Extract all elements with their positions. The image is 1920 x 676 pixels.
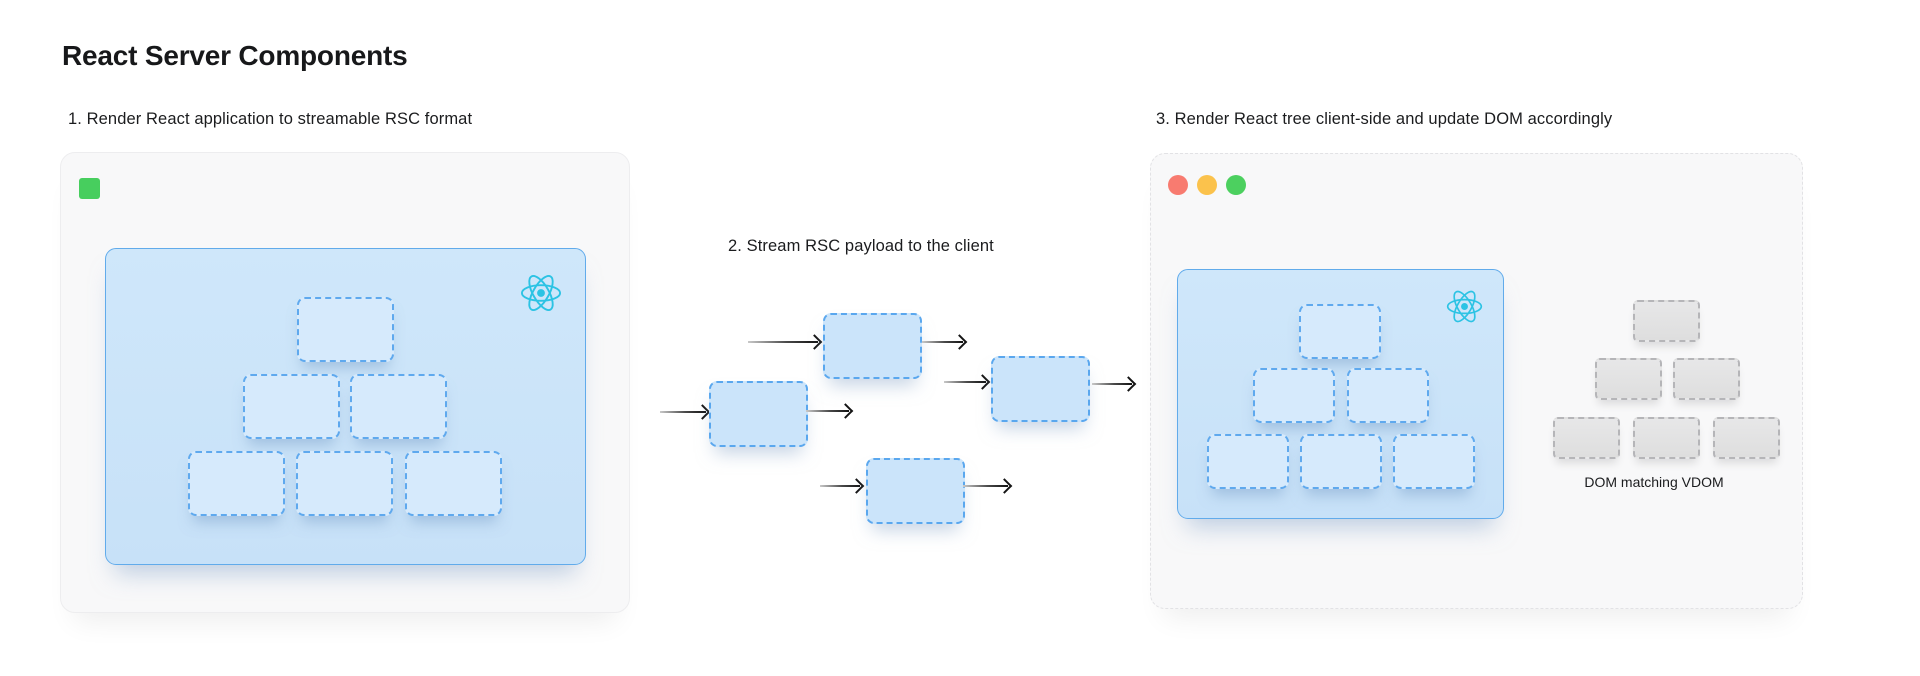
component-box: [1207, 434, 1289, 489]
payload-chunk: [866, 458, 965, 524]
stream-arrow: [944, 381, 986, 384]
dom-box: [1713, 417, 1780, 459]
component-box: [1347, 368, 1429, 423]
dom-box: [1633, 417, 1700, 459]
stream-arrow: [922, 341, 963, 344]
component-box: [405, 451, 502, 516]
step-3-label: 3. Render React tree client-side and upd…: [1156, 110, 1613, 128]
traffic-light-green: [1226, 175, 1246, 195]
traffic-light-yellow: [1197, 175, 1217, 195]
component-box: [1300, 434, 1382, 489]
dom-box: [1553, 417, 1620, 459]
payload-chunk: [991, 356, 1090, 422]
dom-tree-label: DOM matching VDOM: [1584, 474, 1724, 490]
payload-chunk: [709, 381, 808, 447]
window-control-square-1: [79, 178, 100, 199]
component-box: [243, 374, 340, 439]
component-box: [297, 297, 394, 362]
server-react-app: [105, 248, 586, 565]
dom-box: [1673, 358, 1740, 400]
stream-arrow: [963, 485, 1008, 488]
stream-arrow: [806, 410, 849, 413]
component-box: [1253, 368, 1335, 423]
step-1-label: 1. Render React application to streamabl…: [68, 110, 473, 128]
stream-arrow: [748, 341, 818, 344]
react-logo-icon: [520, 275, 562, 311]
payload-chunk: [823, 313, 922, 379]
page-title: React Server Components: [62, 40, 408, 71]
stream-arrow: [820, 485, 860, 488]
traffic-light-red: [1168, 175, 1188, 195]
stream-arrow: [1092, 383, 1132, 386]
react-logo-icon: [1446, 290, 1483, 323]
component-box: [1299, 304, 1381, 359]
component-box: [296, 451, 393, 516]
component-box: [350, 374, 447, 439]
dom-box: [1633, 300, 1700, 342]
stream-arrow: [660, 411, 706, 414]
dom-box: [1595, 358, 1662, 400]
step-2-label: 2. Stream RSC payload to the client: [728, 237, 994, 255]
component-box: [1393, 434, 1475, 489]
component-box: [188, 451, 285, 516]
